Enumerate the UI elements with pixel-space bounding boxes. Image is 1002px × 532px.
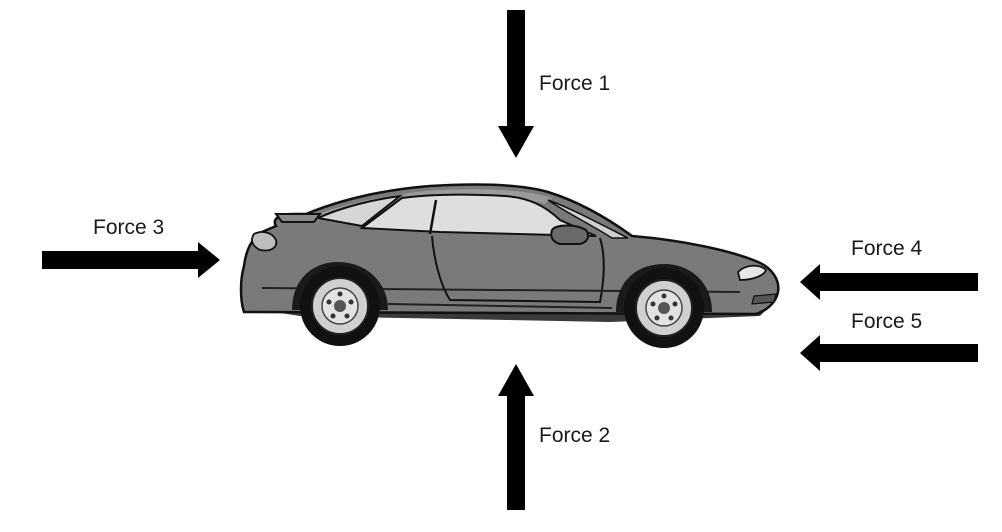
tail-light [251,231,278,252]
headlight [737,264,768,281]
force-1-label: Force 1 [539,72,611,95]
front-wheel [624,268,704,348]
car-illustration [239,183,780,348]
side-mirror [550,224,589,245]
force-2-label: Force 2 [539,424,611,447]
force-3-label: Force 3 [93,216,165,239]
force-2-arrow [498,364,534,510]
door-outline [431,235,605,304]
windshield [547,199,629,239]
force-5-label: Force 5 [851,310,923,333]
side-window [359,193,597,237]
force-1-arrow [498,10,534,158]
force-4-label: Force 4 [851,237,923,260]
force-5-arrow [800,335,978,371]
rear-spoiler [274,213,322,223]
rear-wheel [300,266,380,346]
force-3-arrow [42,242,220,278]
force-4-arrow [800,264,978,300]
rear-window [314,194,404,228]
